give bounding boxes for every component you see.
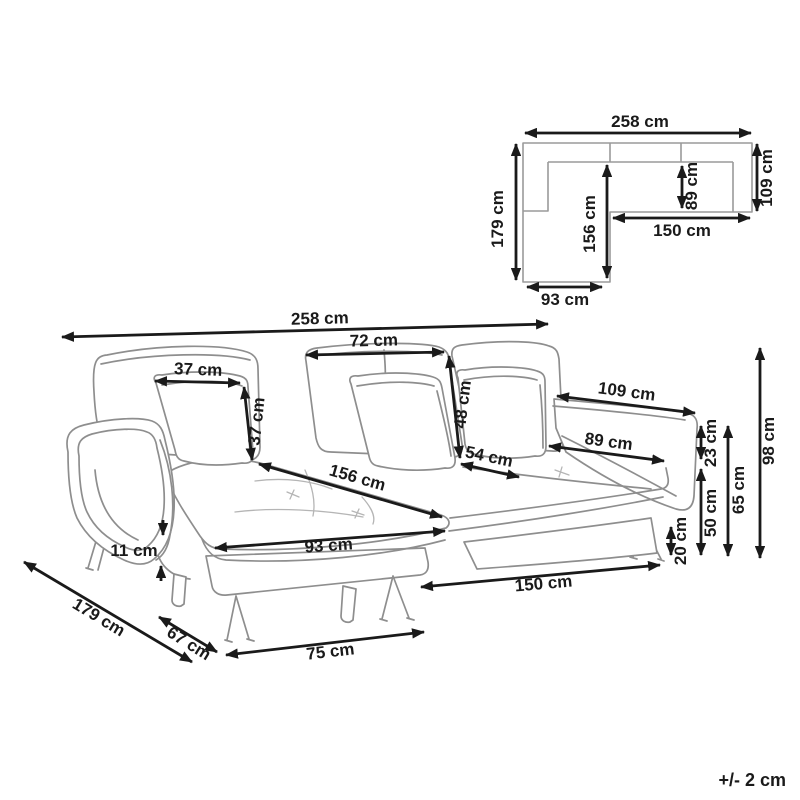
top-view-outline (522, 142, 753, 283)
right-armrest (553, 398, 699, 511)
label-50: 50 cm (701, 489, 720, 537)
left-armrest-seat-junction (155, 439, 174, 561)
pillow-right (456, 366, 547, 460)
arrow-75 (224, 628, 426, 659)
arrow-258 (60, 319, 550, 342)
pillow-middle (349, 372, 456, 471)
chaise-hairpin-leg-left (224, 595, 255, 643)
label-37h: 37 cm (245, 396, 269, 446)
left-armrest (66, 417, 176, 565)
tv-label-150: 150 cm (653, 221, 711, 240)
tv-label-258: 258 cm (611, 112, 669, 131)
arrow-48 (445, 354, 464, 460)
tv-label-93: 93 cm (541, 290, 589, 309)
tv-label-179: 179 cm (488, 190, 507, 248)
tv-label-109: 109 cm (757, 149, 776, 207)
arrow-89 (547, 442, 666, 465)
label-65: 65 cm (729, 466, 748, 514)
top-view-diagram (522, 142, 753, 283)
label-150: 150 cm (514, 572, 573, 596)
arrow-67 (158, 615, 218, 654)
arrow-93 (213, 526, 447, 553)
top-view-left-inner (523, 162, 549, 212)
tolerance-note: +/- 2 cm (718, 770, 786, 790)
arrow-156 (258, 462, 443, 519)
right-seat-mark (554, 466, 570, 478)
back-cushion-left-flange (100, 353, 251, 365)
label-20: 20 cm (671, 517, 690, 565)
pillow-right-flange (463, 375, 544, 449)
label-37w: 37 cm (174, 359, 223, 380)
left-armrest-scoop (94, 469, 139, 541)
arrow-109 (555, 392, 697, 417)
label-75: 75 cm (305, 639, 355, 663)
cylinder-leg-left (171, 573, 187, 608)
label-98: 98 cm (759, 417, 778, 465)
label-23: 23 cm (701, 419, 720, 467)
label-258: 258 cm (291, 308, 349, 329)
cylinder-leg-middle (340, 585, 357, 624)
right-seat-front (449, 467, 670, 519)
label-93: 93 cm (304, 534, 353, 556)
arrow-37w (153, 376, 242, 388)
tv-label-156: 156 cm (580, 195, 599, 253)
tv-label-89: 89 cm (682, 162, 701, 210)
label-67: 67 cm (163, 623, 214, 665)
arrow-150 (419, 560, 662, 592)
right-seat-roll (448, 496, 664, 532)
label-72: 72 cm (350, 330, 399, 350)
chaise-hairpin-leg-right (379, 575, 415, 622)
arrow-72 (304, 347, 446, 360)
arrow-37h (240, 385, 256, 462)
arrow-54 (459, 461, 521, 480)
label-11: 11 cm (110, 541, 157, 560)
chaise-seat (164, 458, 450, 551)
left-armrest-inner (77, 428, 166, 552)
